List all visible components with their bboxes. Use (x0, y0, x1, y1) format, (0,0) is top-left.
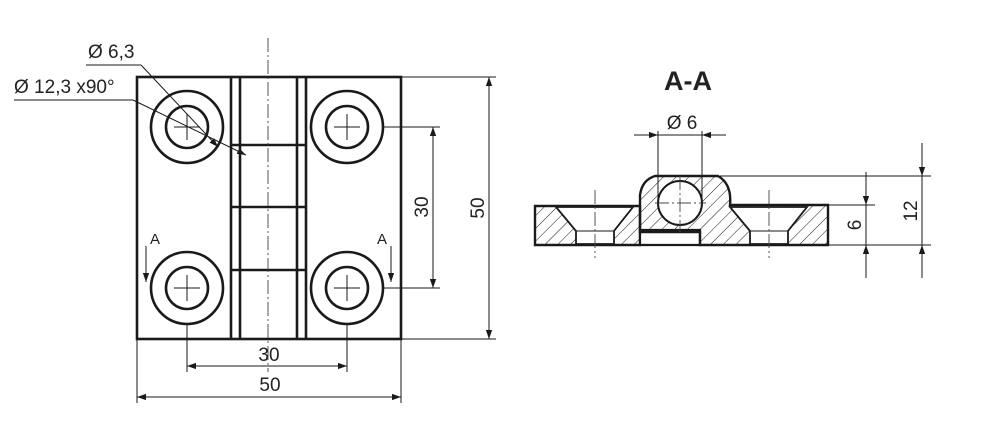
section-view: A-A Ø 6 (533, 66, 931, 278)
dim-hole-spacing-horizontal (186, 324, 348, 372)
hinge-knuckle (229, 77, 308, 339)
section-title: A-A (664, 66, 712, 96)
dim-thickness (828, 172, 875, 278)
front-view: Ø 6,3 Ø 12,3 x90° A A 30 50 (14, 38, 496, 403)
dia-hole-label: Ø 6,3 (88, 42, 134, 63)
knuckle-height-label: 12 (901, 200, 922, 221)
hole-top-left (149, 89, 225, 165)
hole-spacing-vertical-label: 30 (412, 196, 433, 217)
dim-overall-width (136, 339, 402, 403)
diameter-leaders (14, 64, 247, 156)
section-mark-right: A (377, 231, 387, 248)
pin-dia-label: Ø 6 (667, 113, 698, 134)
hole-spacing-horizontal-label: 30 (258, 345, 279, 366)
dia-countersink-label: Ø 12,3 x90° (14, 77, 115, 98)
dim-overall-height (401, 76, 496, 340)
dim-knuckle-height (720, 143, 931, 278)
dim-hole-spacing-vertical (383, 126, 440, 289)
hinge-outline (135, 75, 403, 341)
hole-bottom-left (149, 250, 225, 326)
overall-width-label: 50 (259, 375, 280, 396)
overall-height-label: 50 (468, 197, 489, 218)
thickness-label: 6 (845, 220, 866, 231)
dim-pin-diameter (634, 131, 726, 203)
hole-bottom-right (309, 250, 385, 326)
hole-top-right (309, 89, 385, 165)
section-mark-left: A (150, 231, 160, 248)
